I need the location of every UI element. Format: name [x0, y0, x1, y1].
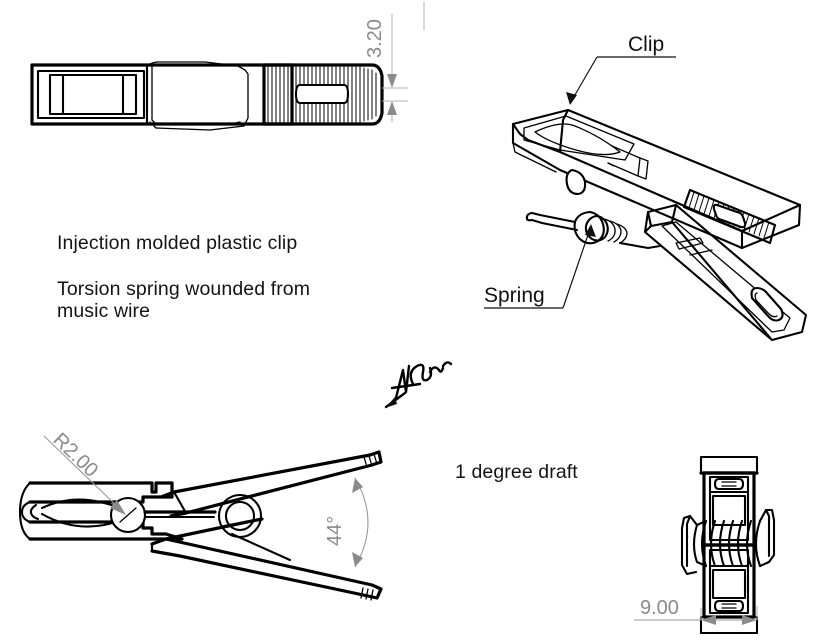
callout-clip-leader [571, 56, 598, 101]
dimension-thickness-text: 3.20 [364, 19, 386, 58]
end-view-lower-slot [713, 599, 745, 613]
end-view-top-cap [699, 455, 759, 475]
note-draft-angle: 1 degree draft [455, 461, 578, 483]
spring-wire-top-view [149, 61, 249, 131]
signature-mark [384, 361, 453, 409]
dimension-width: 9.00 [634, 597, 758, 625]
dimension-radius-text: R2.00 [49, 429, 103, 482]
callout-spring-arrowhead [585, 224, 596, 237]
knurl-grip-region [262, 63, 384, 126]
dimension-width-text: 9.00 [640, 597, 679, 619]
callout-spring-leader [562, 228, 591, 309]
dimension-angle: 44° [324, 477, 369, 568]
callout-clip: Clip [566, 33, 676, 105]
iso-upper-arm [511, 108, 802, 250]
jaw-block-top [28, 481, 174, 504]
dimension-radius-arrowhead [110, 500, 126, 515]
note-injection-molded: Injection molded plastic clip [57, 232, 298, 254]
note-torsion-line2: music wire [57, 300, 151, 323]
clip-body-outline [30, 63, 294, 126]
callout-spring: Spring [484, 224, 596, 309]
view-top-right-isometric [511, 108, 808, 342]
callout-clip-text: Clip [628, 33, 664, 56]
jaw-inner-rect-outer [36, 69, 146, 120]
end-view-spring-leg-right [758, 508, 776, 568]
iso-lower-slot [750, 286, 784, 322]
view-bottom-right-end [680, 455, 776, 635]
dimension-radius-leader [43, 435, 123, 512]
dimension-thickness: 3.20 [364, 2, 425, 122]
view-bottom-left-side [18, 450, 383, 601]
view-top-left-plan [30, 61, 384, 131]
note-torsion-line1: Torsion spring wounded from [57, 278, 311, 300]
dimension-angle-arc [354, 477, 369, 568]
dimension-angle-text: 44° [324, 516, 346, 546]
open-arm-upper [159, 450, 383, 518]
grip-slot [294, 83, 350, 105]
iso-torsion-spring [525, 210, 662, 250]
callout-clip-arrowhead [566, 92, 577, 105]
callout-spring-text: Spring [484, 284, 545, 307]
end-view-bottom-cap [699, 615, 759, 635]
jaw-inner-rect-inner [48, 73, 138, 116]
iso-pivot-boss [565, 168, 587, 196]
iso-grip-slot [712, 203, 747, 229]
end-view-spring-coils [692, 519, 762, 568]
iso-knurl-panel [682, 188, 777, 245]
end-view-upper-slot [713, 477, 745, 491]
